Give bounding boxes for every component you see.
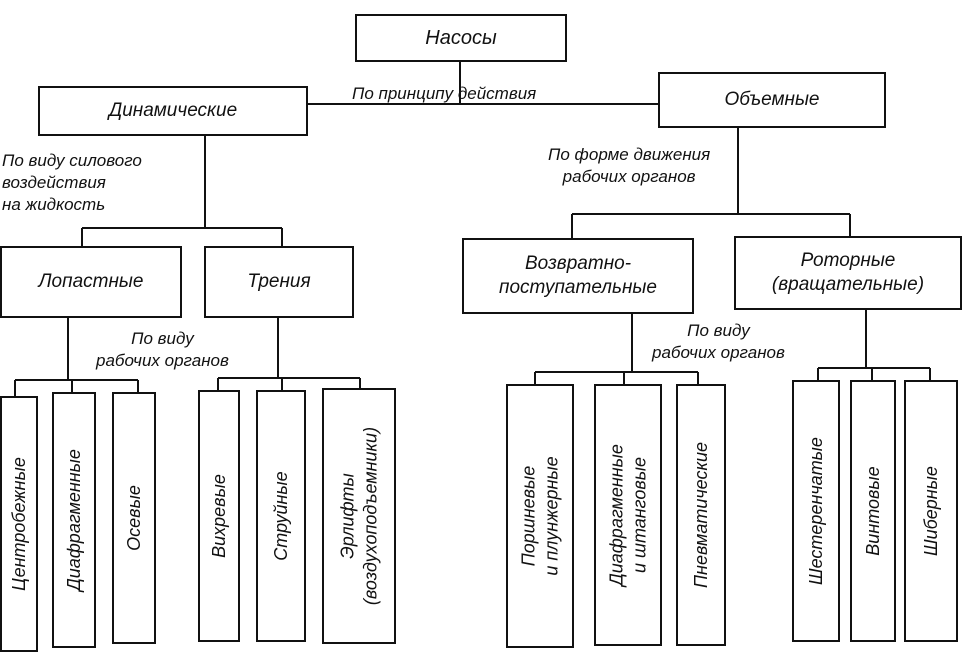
rotary-line: (вращательные) <box>771 274 925 295</box>
dynamic-criterion: По виду силового воздействия на жидкость <box>2 150 142 216</box>
leaf-axial: Осевые <box>112 392 156 644</box>
rotary-node: Роторные (вращательные) <box>734 236 962 310</box>
leaf-label: Струйные <box>270 471 291 561</box>
criterion-line: По форме движения <box>548 145 711 164</box>
leaf-jet: Струйные <box>256 390 306 642</box>
leaf-piston: Поршневые и плунжерные <box>506 384 574 648</box>
blade-title: Лопастные <box>38 271 144 293</box>
criterion-line: По виду силового <box>2 151 142 170</box>
leaf-label: Диафрагменные и штанговые <box>606 444 651 586</box>
reciprocating-line: Возвратно- <box>524 253 632 275</box>
leaf-vortex: Вихревые <box>198 390 240 642</box>
volumetric-title: Объемные <box>724 89 820 111</box>
criterion-line: рабочих органов <box>96 351 229 371</box>
principle-label: По принципу действия <box>352 84 537 103</box>
root-label: Насосы <box>425 26 497 49</box>
volumetric-criterion: По форме движения рабочих органов <box>548 144 710 188</box>
reciprocating-line: поступательные <box>499 277 657 298</box>
leaf-label: Пневматические <box>690 442 711 588</box>
leaf-label: Вихревые <box>208 474 229 558</box>
leaf-line: и штанговые <box>629 457 649 574</box>
leaf-vane: Шиберные <box>904 380 958 642</box>
friction-title: Трения <box>247 271 311 293</box>
leaf-label: Эрлифты (воздухоподъемники) <box>337 427 382 605</box>
leaf-label: Шиберные <box>920 466 941 556</box>
leaf-label: Шестеренчатые <box>805 437 826 585</box>
leaf-line: и плунжерные <box>541 456 561 576</box>
dynamic-title: Динамические <box>108 100 238 122</box>
leaf-pneumatic: Пневматические <box>676 384 726 646</box>
blade-node: Лопастные <box>0 246 182 318</box>
leaf-line: Эрлифты <box>337 473 358 559</box>
friction-node: Трения <box>204 246 354 318</box>
criterion-line: рабочих органов <box>652 343 785 363</box>
leaf-line: Диафрагменные <box>606 444 627 586</box>
leaf-label: Осевые <box>123 485 144 551</box>
leaf-centrifugal: Центробежные <box>0 396 38 652</box>
criterion-line: рабочих органов <box>562 167 696 187</box>
leaf-label: Центробежные <box>8 457 29 591</box>
criterion-line: на жидкость <box>2 195 106 215</box>
criterion-line: По виду <box>131 329 194 348</box>
leaf-screw: Винтовые <box>850 380 896 642</box>
volumetric-sub-criterion: По виду рабочих органов <box>652 320 785 364</box>
leaf-diaphragm: Диафрагменные <box>52 392 96 648</box>
leaf-line: (воздухоподъемники) <box>360 426 380 606</box>
leaf-diaphragm-rod: Диафрагменные и штанговые <box>594 384 662 646</box>
blade-criterion: По виду рабочих органов <box>96 328 229 372</box>
leaf-label: Диафрагменные <box>63 449 84 591</box>
leaf-label: Поршневые и плунжерные <box>518 456 563 575</box>
criterion-line: По виду <box>687 321 750 340</box>
leaf-gear: Шестеренчатые <box>792 380 840 642</box>
leaf-line: Поршневые <box>518 465 539 567</box>
reciprocating-node: Возвратно- поступательные <box>462 238 694 314</box>
leaf-airlift: Эрлифты (воздухоподъемники) <box>322 388 396 644</box>
volumetric-node: Объемные <box>658 72 886 128</box>
rotary-line: Роторные <box>800 250 896 272</box>
root-node: Насосы <box>355 14 567 62</box>
dynamic-node: Динамические <box>38 86 308 136</box>
criterion-line: воздействия <box>2 173 106 193</box>
leaf-label: Винтовые <box>862 466 883 556</box>
